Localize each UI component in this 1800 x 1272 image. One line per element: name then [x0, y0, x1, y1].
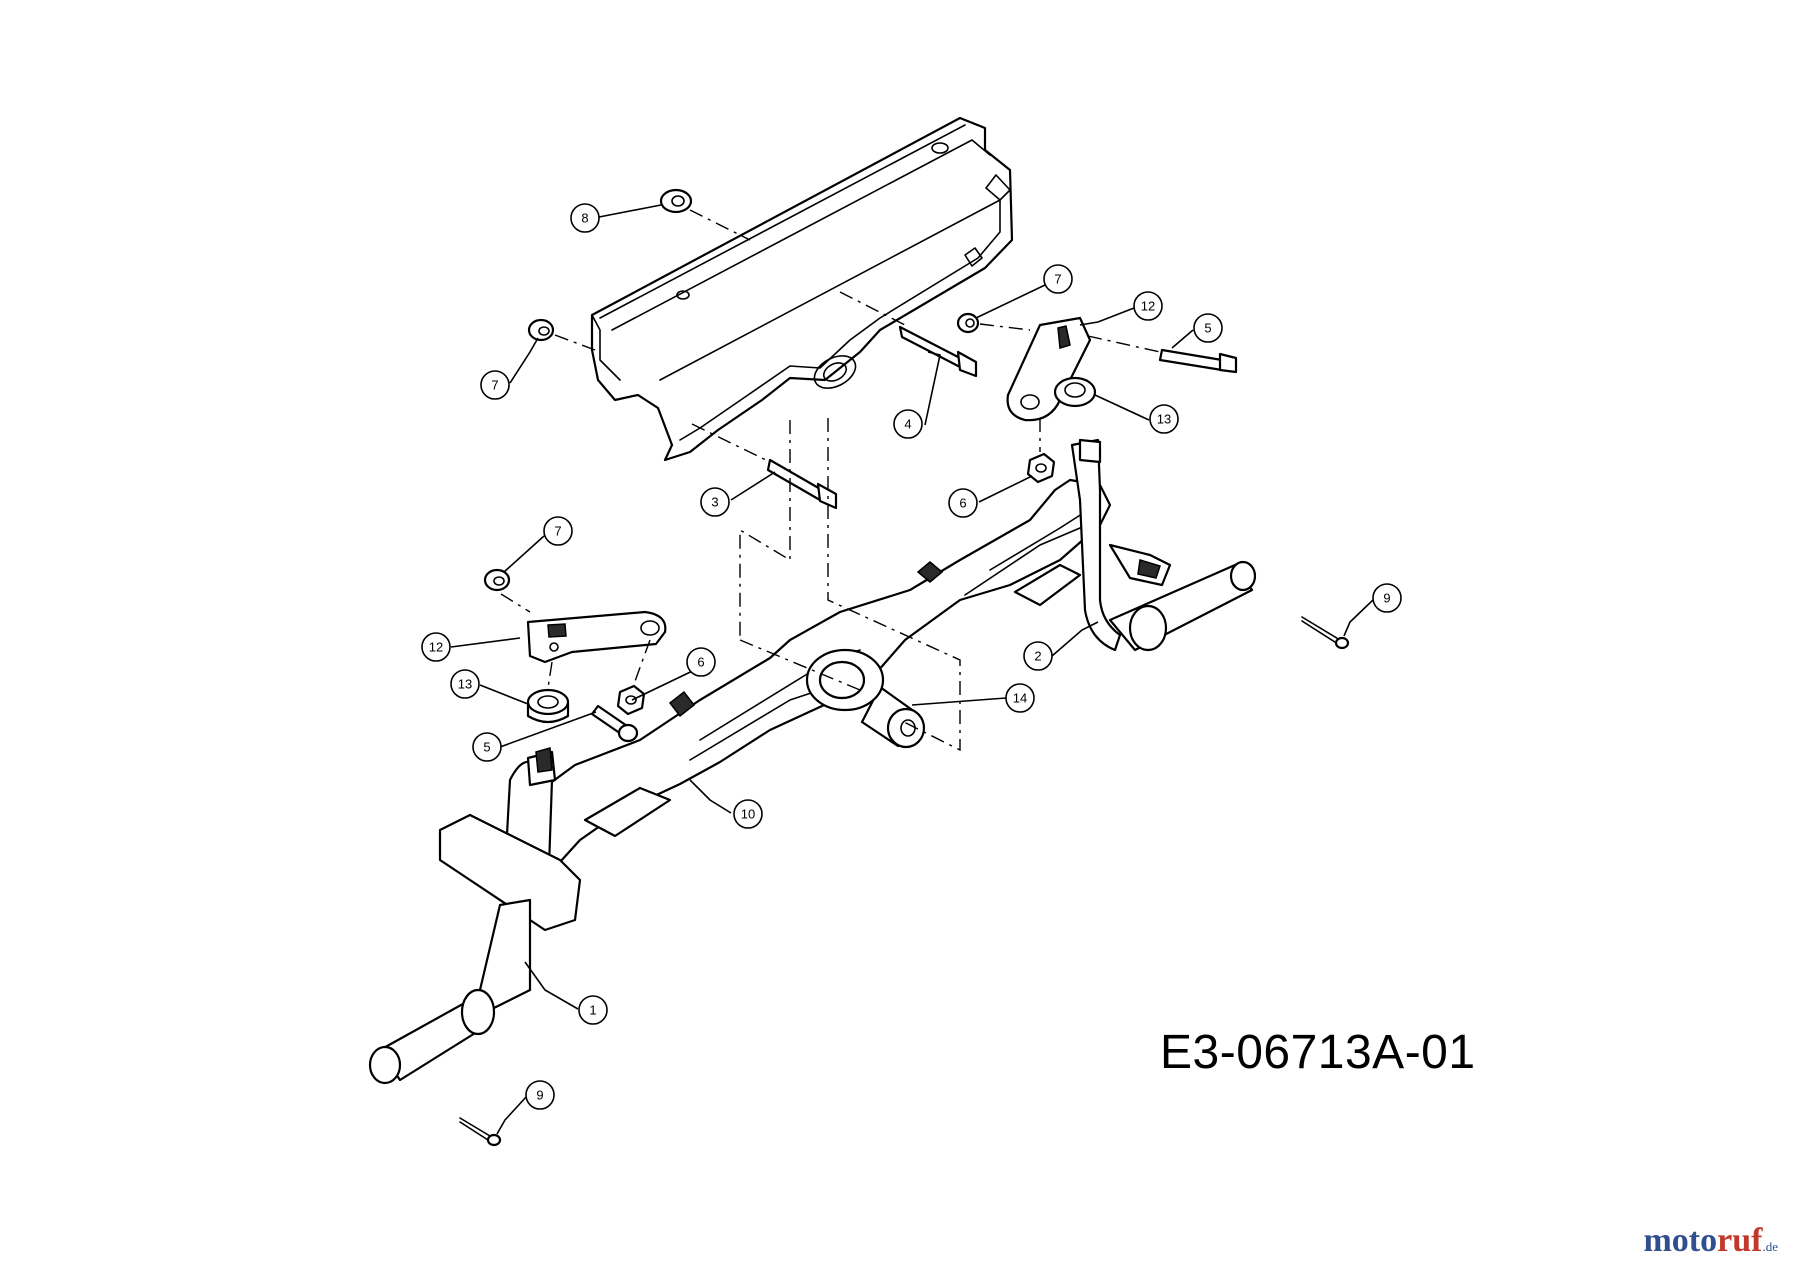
callout-12-left: 12: [421, 632, 451, 662]
callout-7-top-left: 7: [480, 370, 510, 400]
hex-nut-6-right: [1026, 452, 1056, 484]
callout-8: 8: [570, 203, 600, 233]
svg-text:9: 9: [536, 1088, 543, 1103]
svg-text:4: 4: [904, 417, 911, 432]
svg-text:10: 10: [741, 807, 755, 822]
flange-nut-7-left: [527, 318, 555, 342]
svg-text:5: 5: [483, 740, 490, 755]
svg-text:9: 9: [1383, 591, 1390, 606]
svg-text:2: 2: [1034, 649, 1041, 664]
svg-text:3: 3: [711, 495, 718, 510]
svg-text:7: 7: [1054, 272, 1061, 287]
callout-9-right: 9: [1372, 583, 1402, 613]
spindle-2-right: [1070, 438, 1257, 652]
mounting-bracket: [590, 116, 1014, 462]
motoruf-logo: motoruf.de: [1643, 1222, 1778, 1259]
callout-3: 3: [700, 487, 730, 517]
svg-text:12: 12: [1141, 299, 1155, 314]
callout-13-left: 13: [450, 669, 480, 699]
svg-text:14: 14: [1013, 691, 1027, 706]
callout-5-left: 5: [472, 732, 502, 762]
callout-1: 1: [578, 995, 608, 1025]
callout-13-right: 13: [1149, 404, 1179, 434]
svg-text:6: 6: [697, 655, 704, 670]
callout-2: 2: [1023, 641, 1053, 671]
steering-arm-12-right: [1006, 316, 1092, 422]
bushing-13-right: [1053, 376, 1097, 408]
assembly-lines: [500, 209, 1161, 752]
flange-nut-7-right: [956, 312, 980, 334]
spindle-1-left: [368, 747, 582, 1085]
front-axle-10: [528, 478, 1112, 864]
diagram-code: E3-06713A-01: [1160, 1026, 1476, 1079]
svg-text:12: 12: [429, 640, 443, 655]
steering-arm-12-left: [526, 610, 667, 664]
svg-text:5: 5: [1204, 321, 1211, 336]
bolt-5-right: [1158, 348, 1238, 374]
callout-6-right: 6: [948, 488, 978, 518]
hex-nut-6-left: [616, 684, 646, 716]
callout-9-left: 9: [525, 1080, 555, 1110]
svg-text:6: 6: [959, 496, 966, 511]
callout-12-right: 12: [1133, 291, 1163, 321]
svg-text:13: 13: [458, 677, 472, 692]
callout-10: 10: [733, 799, 763, 829]
svg-text:8: 8: [581, 211, 588, 226]
cotter-pin-9-right: [1301, 616, 1350, 650]
flange-nut-7-lower: [483, 568, 511, 592]
callout-7-lower: 7: [543, 516, 573, 546]
callout-5-right: 5: [1193, 313, 1223, 343]
svg-text:7: 7: [554, 524, 561, 539]
flange-nut-8: [659, 188, 693, 214]
svg-text:1: 1: [589, 1003, 596, 1018]
callout-14: 14: [1005, 683, 1035, 713]
svg-text:13: 13: [1157, 412, 1171, 427]
callout-7-top-right: 7: [1043, 264, 1073, 294]
callout-6-left: 6: [686, 647, 716, 677]
leader-lines: [450, 204, 1374, 1135]
cotter-pin-9-left: [459, 1117, 502, 1147]
spacer-14: [860, 685, 926, 749]
bolt-5-left: [590, 704, 639, 743]
svg-text:7: 7: [491, 378, 498, 393]
bushing-13-left: [526, 688, 570, 724]
callout-4: 4: [893, 409, 923, 439]
bolt-4: [898, 325, 978, 378]
bolt-3: [766, 458, 838, 510]
